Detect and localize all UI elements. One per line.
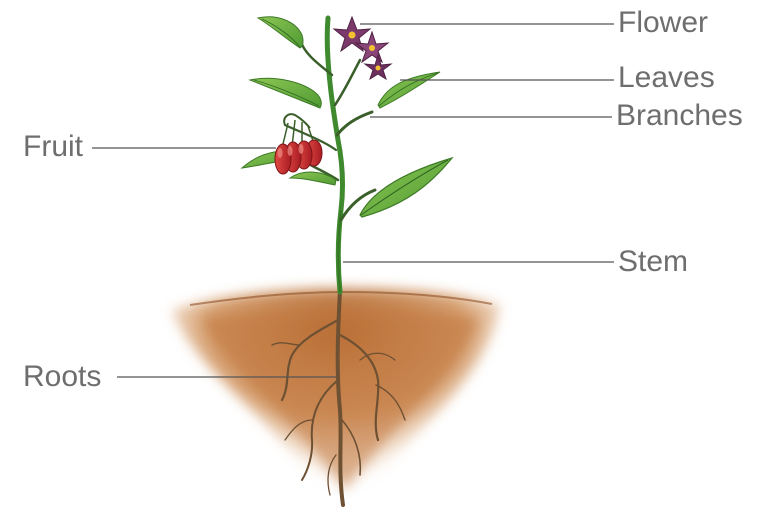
stem-label: Stem	[618, 247, 688, 277]
branches-label: Branches	[616, 101, 743, 131]
flower-drawing	[334, 17, 391, 79]
leaves-label: Leaves	[618, 63, 715, 93]
roots-label: Roots	[23, 362, 101, 392]
stem-drawing	[327, 18, 342, 292]
fruit-drawing	[275, 114, 322, 174]
fruit-label: Fruit	[23, 132, 83, 162]
flower-label: Flower	[618, 8, 708, 38]
